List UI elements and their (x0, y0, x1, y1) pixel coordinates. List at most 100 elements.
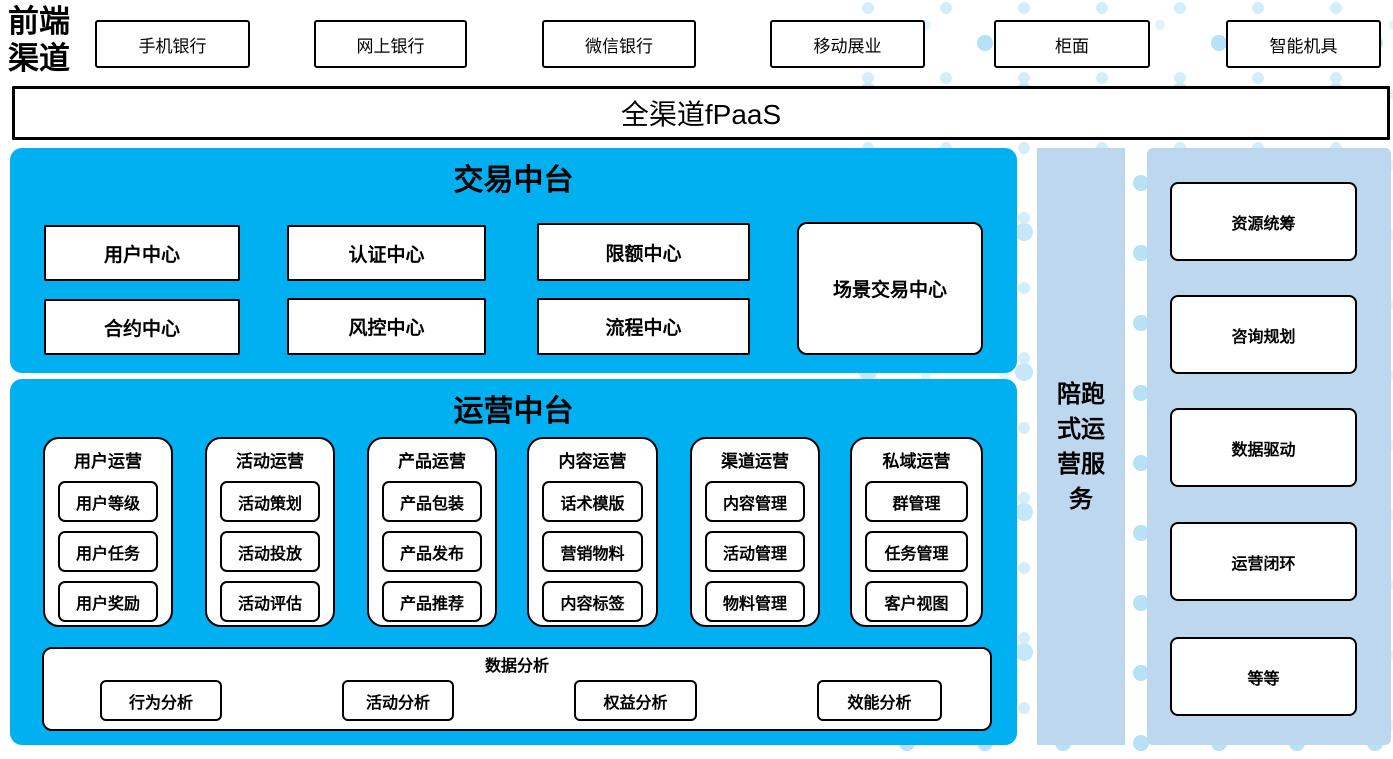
ops-item-label: 产品包装 (399, 495, 464, 513)
ops-item: 用户任务 (58, 531, 158, 572)
service-box-etc: 等等 (1170, 637, 1357, 716)
ops-item-label: 客户视图 (884, 595, 949, 613)
ops-item-label: 内容标签 (560, 595, 625, 613)
center-label: 流程中心 (605, 318, 682, 339)
analysis-label: 行为分析 (128, 694, 193, 712)
ops-item: 营销物料 (542, 531, 643, 572)
service-box-resource-planning: 资源统筹 (1170, 182, 1357, 261)
trade-platform-title: 交易中台 (453, 163, 574, 198)
ops-item: 产品推荐 (382, 581, 482, 622)
fpaas-label: 全渠道fPaaS (620, 99, 782, 130)
center-label: 风控中心 (348, 318, 425, 339)
service-box-consulting: 咨询规划 (1170, 295, 1357, 374)
center-label: 用户中心 (103, 244, 180, 266)
ops-item-label: 话术模版 (560, 495, 625, 513)
ops-item: 活动管理 (705, 531, 805, 572)
data-analysis-title: 数据分析 (484, 658, 549, 675)
operation-platform-title: 运营中台 (453, 394, 574, 429)
ops-column-title: 用户运营 (74, 452, 142, 471)
ops-column-title: 渠道运营 (721, 452, 789, 471)
ops-item-label: 活动策划 (237, 495, 302, 513)
ops-item: 内容管理 (705, 481, 805, 522)
channel-box-mobile-banking: 手机银行 (95, 20, 250, 68)
ops-item-label: 产品发布 (399, 545, 464, 563)
ops-item: 活动投放 (220, 531, 320, 572)
channel-box-wechat-banking: 微信银行 (542, 20, 696, 68)
ops-item: 群管理 (865, 481, 968, 522)
analysis-box-activity: 活动分析 (342, 680, 454, 721)
center-box-process: 流程中心 (537, 298, 750, 355)
channel-label: 智能机具 (1269, 36, 1338, 56)
channel-box-online-banking: 网上银行 (314, 20, 467, 68)
fpaas-bar: 全渠道fPaaS (12, 86, 1390, 140)
ops-column-title: 私域运营 (882, 452, 951, 471)
service-box-data-driven: 数据驱动 (1170, 408, 1357, 487)
service-label: 数据驱动 (1231, 441, 1296, 459)
channel-label: 柜面 (1055, 36, 1089, 56)
analysis-label: 权益分析 (603, 694, 668, 712)
ops-column-product: 产品运营 产品包装 产品发布 产品推荐 (367, 437, 497, 627)
ops-column-content: 内容运营 话术模版 营销物料 内容标签 (527, 437, 658, 627)
ops-item: 活动评估 (220, 581, 320, 622)
ops-item-label: 物料管理 (722, 595, 787, 613)
side-service-bar: 陪跑式运营服务 (1037, 148, 1125, 745)
analysis-box-behavior: 行为分析 (100, 680, 222, 721)
service-label: 等等 (1247, 670, 1280, 688)
ops-column-title: 活动运营 (236, 452, 304, 471)
right-service-panel: 资源统筹 咨询规划 数据驱动 运营闭环 等等 (1147, 148, 1391, 745)
channel-box-smart-devices: 智能机具 (1226, 20, 1381, 68)
ops-column-title: 产品运营 (398, 452, 466, 471)
service-label: 咨询规划 (1231, 328, 1296, 346)
center-box-auth: 认证中心 (287, 225, 486, 281)
side-service-label: 陪跑式运营服务 (1057, 380, 1105, 513)
channel-label: 网上银行 (356, 36, 425, 56)
channel-label: 微信银行 (585, 36, 653, 56)
front-channels-label: 前端渠道 (8, 4, 70, 77)
center-box-risk: 风控中心 (287, 298, 486, 355)
ops-item: 产品包装 (382, 481, 482, 522)
service-label: 运营闭环 (1231, 555, 1296, 573)
ops-item-label: 活动投放 (237, 545, 302, 563)
ops-item: 内容标签 (542, 581, 643, 622)
ops-item-label: 产品推荐 (399, 595, 464, 613)
center-box-contract: 合约中心 (44, 299, 240, 355)
channel-box-mobile-outreach: 移动展业 (770, 20, 925, 68)
ops-item: 任务管理 (865, 531, 968, 572)
ops-item: 客户视图 (865, 581, 968, 622)
data-analysis-strip: 数据分析 行为分析 活动分析 权益分析 效能分析 (42, 647, 992, 731)
operation-platform-panel: 运营中台 用户运营 用户等级 用户任务 用户奖励 活动运营 活动策划 活动投放 … (10, 379, 1017, 745)
analysis-label: 活动分析 (365, 694, 430, 712)
trade-platform-panel: 交易中台 用户中心 认证中心 限额中心 合约中心 风控中心 流程中心 场景交易中… (10, 148, 1017, 373)
ops-item: 物料管理 (705, 581, 805, 622)
service-label: 资源统筹 (1231, 215, 1296, 233)
ops-column-activity: 活动运营 活动策划 活动投放 活动评估 (205, 437, 335, 627)
ops-item-label: 活动评估 (237, 595, 302, 613)
center-box-user: 用户中心 (44, 225, 240, 281)
center-label: 合约中心 (103, 318, 180, 340)
center-label: 认证中心 (348, 244, 425, 266)
ops-item-label: 内容管理 (722, 495, 787, 513)
ops-column-channel: 渠道运营 内容管理 活动管理 物料管理 (690, 437, 820, 627)
service-box-operation-loop: 运营闭环 (1170, 522, 1357, 601)
ops-item: 产品发布 (382, 531, 482, 572)
ops-item-label: 营销物料 (560, 545, 625, 563)
center-label: 限额中心 (605, 243, 682, 265)
ops-item-label: 用户奖励 (75, 595, 140, 613)
ops-item: 用户等级 (58, 481, 158, 522)
ops-item-label: 用户等级 (75, 495, 140, 513)
analysis-box-rights: 权益分析 (574, 680, 697, 721)
center-box-limit: 限额中心 (537, 223, 750, 281)
ops-item-label: 用户任务 (75, 545, 140, 563)
ops-item: 活动策划 (220, 481, 320, 522)
center-box-scene-trade: 场景交易中心 (797, 222, 983, 355)
ops-item: 话术模版 (542, 481, 643, 522)
channel-label: 手机银行 (138, 36, 207, 56)
center-label: 场景交易中心 (832, 280, 947, 301)
ops-column-private-domain: 私域运营 群管理 任务管理 客户视图 (850, 437, 983, 627)
channel-label: 移动展业 (813, 36, 882, 56)
ops-item: 用户奖励 (58, 581, 158, 622)
analysis-box-efficiency: 效能分析 (817, 680, 942, 721)
analysis-label: 效能分析 (847, 694, 912, 712)
ops-column-user: 用户运营 用户等级 用户任务 用户奖励 (43, 437, 173, 627)
